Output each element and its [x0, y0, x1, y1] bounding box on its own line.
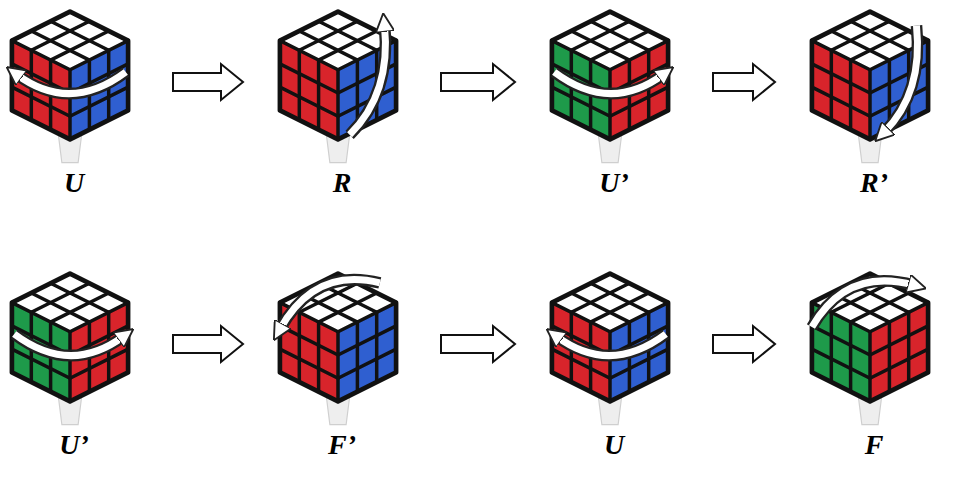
block-arrow: [173, 64, 243, 100]
move-label: U’: [0, 430, 148, 461]
turn-arrow: [557, 334, 666, 356]
cube-illustration: [268, 0, 408, 165]
cube: [552, 12, 668, 163]
move-label: F: [800, 430, 948, 461]
cube-illustration: [540, 262, 680, 427]
move-step: F’: [268, 262, 416, 467]
cube-illustration: [540, 0, 680, 165]
turn-arrow: [350, 26, 386, 135]
move-step: R’: [800, 0, 948, 205]
cube-illustration: [0, 262, 140, 427]
turn-arrow: [557, 334, 666, 356]
move-label: U: [0, 168, 148, 199]
turn-arrow: [14, 334, 123, 356]
move-label: U’: [540, 168, 688, 199]
turn-arrow: [14, 334, 123, 356]
cube: [280, 12, 396, 163]
turn-arrow: [17, 72, 126, 94]
turn-arrow: [812, 281, 914, 327]
move-step: F: [800, 262, 948, 467]
move-label: R: [268, 168, 416, 199]
block-arrow: [713, 326, 775, 362]
move-step: U’: [0, 262, 148, 467]
block-arrow: [441, 64, 515, 100]
move-step: U’: [540, 0, 688, 205]
cube: [552, 274, 668, 425]
move-label: F’: [268, 430, 416, 461]
turn-arrow: [280, 280, 380, 330]
turn-arrow: [554, 72, 663, 94]
move-label: U: [540, 430, 688, 461]
cube: [812, 12, 928, 163]
turn-arrow: [280, 280, 380, 330]
move-step: U: [540, 262, 688, 467]
cube-illustration: [268, 262, 408, 427]
turn-arrow: [554, 72, 663, 94]
cube: [12, 12, 128, 163]
turn-arrow: [17, 72, 126, 94]
move-step: U: [0, 0, 148, 205]
turn-arrow: [884, 26, 918, 133]
cube: [280, 274, 396, 425]
block-arrow: [713, 64, 775, 100]
cube-illustration: [800, 0, 940, 165]
turn-arrow: [812, 281, 914, 327]
move-step: R: [268, 0, 416, 205]
cube-illustration: [800, 262, 940, 427]
turn-arrow: [350, 26, 386, 135]
cube: [12, 274, 128, 425]
cube-illustration: [0, 0, 140, 165]
block-arrow: [173, 326, 243, 362]
turn-arrow: [884, 26, 918, 133]
cube: [812, 274, 928, 425]
block-arrow: [441, 326, 515, 362]
move-label: R’: [800, 168, 948, 199]
